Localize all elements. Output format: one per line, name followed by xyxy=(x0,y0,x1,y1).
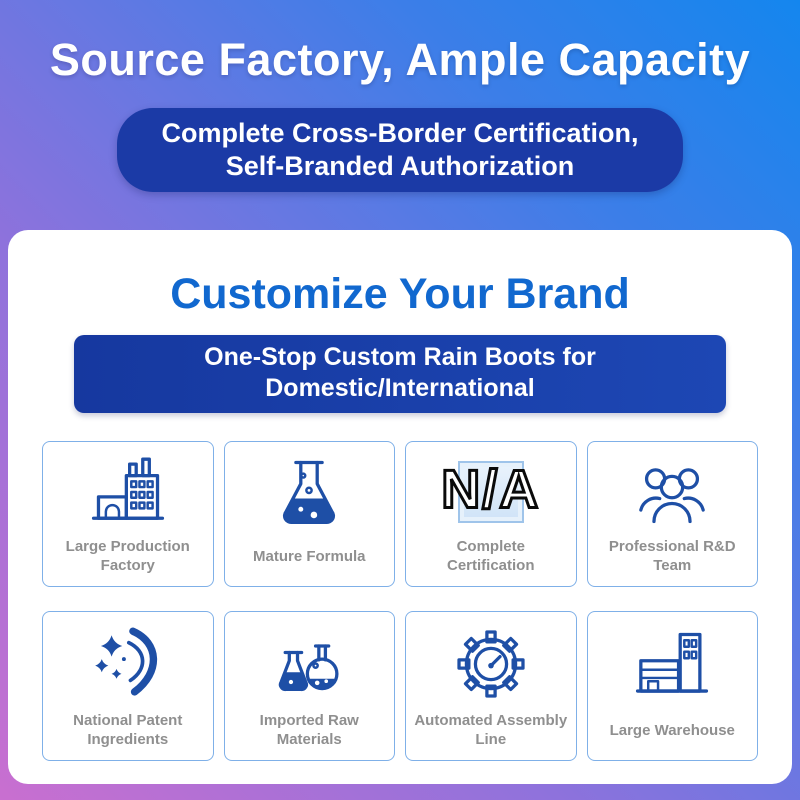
na-wrap: N/A xyxy=(410,448,572,536)
broken-image-icon xyxy=(457,461,524,523)
patent-stars-icon xyxy=(47,618,209,710)
feature-label: National Patent Ingredients xyxy=(73,712,183,748)
feature-card-patent: National Patent Ingredients xyxy=(42,611,214,761)
warehouse-icon xyxy=(592,618,754,710)
hero-banner-line1: Complete Cross-Border Certification, xyxy=(161,118,639,148)
hero-banner-line2: Self-Branded Authorization xyxy=(225,150,575,181)
feature-label: Complete Certification xyxy=(446,538,535,574)
hero-title: Source Factory, Ample Capacity xyxy=(49,34,751,85)
raw-materials-icon xyxy=(229,618,391,710)
feature-card-raw-materials: Imported Raw Materials xyxy=(223,611,395,761)
feature-card-certification: N/A Complete Certification xyxy=(405,441,577,587)
feature-label: Large Warehouse xyxy=(609,721,735,739)
flask-icon xyxy=(229,448,391,536)
feature-card-warehouse: Large Warehouse xyxy=(586,611,758,761)
feature-card-factory: Large Production Factory xyxy=(42,441,214,587)
team-icon xyxy=(592,448,754,536)
main-banner-line2: Domestic/International xyxy=(265,374,535,402)
gear-gauge-icon xyxy=(410,618,572,710)
feature-grid: Large Production Factory Mature Formula xyxy=(42,441,758,761)
feature-label: Professional R&D Team xyxy=(608,538,736,574)
broken-image-placeholder: N/A xyxy=(410,448,572,536)
feature-card-assembly: Automated Assembly Line xyxy=(405,611,577,761)
main-card: Customize Your Brand One-Stop Custom Rai… xyxy=(8,230,792,784)
feature-card-team: Professional R&D Team xyxy=(586,441,758,587)
factory-icon xyxy=(47,448,209,536)
feature-label: Large Production Factory xyxy=(65,538,190,574)
feature-label: Mature Formula xyxy=(252,547,366,565)
main-banner-line1: One-Stop Custom Rain Boots for xyxy=(204,343,596,371)
feature-card-formula: Mature Formula xyxy=(223,441,395,587)
hero-banner: Complete Cross-Border Certification, Sel… xyxy=(117,108,683,192)
feature-label: Automated Assembly Line xyxy=(414,712,568,748)
hero-section: Source Factory, Ample Capacity Complete … xyxy=(0,0,800,230)
main-title: Customize Your Brand xyxy=(170,270,630,318)
main-banner: One-Stop Custom Rain Boots for Domestic/… xyxy=(74,335,726,413)
feature-label: Imported Raw Materials xyxy=(259,712,359,748)
